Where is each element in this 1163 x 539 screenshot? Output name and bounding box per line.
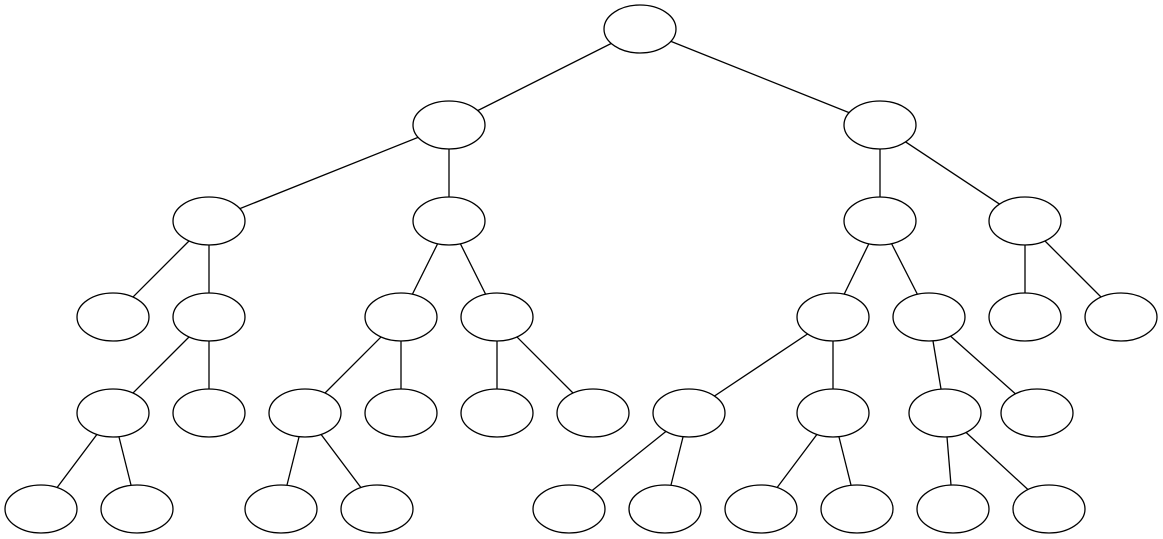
tree-node-n17 (268, 388, 342, 438)
tree-node-n25 (4, 484, 78, 534)
tree-node-n10 (460, 292, 534, 342)
tree-node-n16 (172, 388, 246, 438)
tree-node-n8 (172, 292, 246, 342)
tree-node-n0 (603, 4, 677, 54)
tree-node-n13 (988, 292, 1062, 342)
nodes (4, 4, 1158, 534)
tree-node-n34 (1012, 484, 1086, 534)
tree-node-n26 (100, 484, 174, 534)
tree-node-n5 (843, 196, 917, 246)
tree-node-n6 (988, 196, 1062, 246)
tree-node-n2 (843, 100, 917, 150)
tree-node-n29 (532, 484, 606, 534)
tree-node-n32 (820, 484, 894, 534)
tree-node-n9 (364, 292, 438, 342)
tree-node-n22 (796, 388, 870, 438)
tree-node-n18 (364, 388, 438, 438)
edge-n0-n2 (639, 28, 881, 126)
tree-node-n3 (172, 196, 246, 246)
tree-node-n15 (76, 388, 150, 438)
tree-node-n12 (892, 292, 966, 342)
edge-n0-n1 (448, 28, 641, 126)
tree-node-n31 (724, 484, 798, 534)
tree-node-n20 (556, 388, 630, 438)
tree-node-n7 (76, 292, 150, 342)
tree-node-n24 (1000, 388, 1074, 438)
tree-node-n4 (412, 196, 486, 246)
tree-node-n28 (340, 484, 414, 534)
tree-node-n1 (412, 100, 486, 150)
tree-node-n30 (628, 484, 702, 534)
tree-node-n23 (908, 388, 982, 438)
tree-node-n14 (1084, 292, 1158, 342)
tree-node-n11 (796, 292, 870, 342)
tree-node-n21 (652, 388, 726, 438)
tree-node-n27 (244, 484, 318, 534)
tree-node-n33 (916, 484, 990, 534)
tree-node-n19 (460, 388, 534, 438)
edge-n1-n3 (208, 124, 450, 222)
